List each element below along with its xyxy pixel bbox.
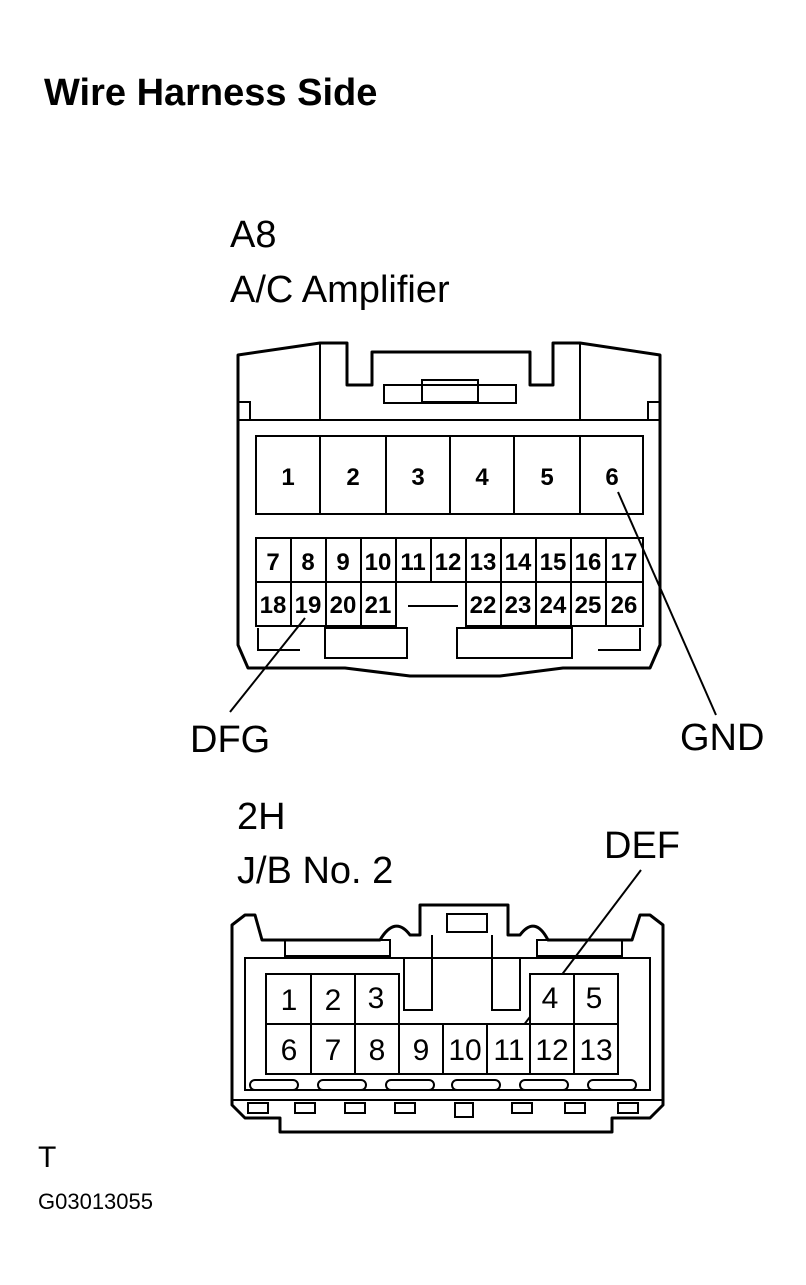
connector-a8-row2: 7 8 9 10 11 12 13 14 15 16 17 — [255, 537, 644, 583]
callout-line-dfg — [229, 617, 306, 713]
pin-a-22: 22 — [470, 592, 497, 619]
pin-b-9: 9 — [413, 1034, 430, 1067]
pin-b-7: 7 — [325, 1034, 342, 1067]
pin-b-11: 11 — [493, 1034, 524, 1067]
pin-b-2: 2 — [325, 984, 342, 1017]
pin-a-11: 11 — [400, 549, 425, 576]
connector-2h-body — [230, 903, 665, 1134]
pin-a-19: 19 — [295, 592, 322, 619]
callout-line-gnd — [617, 491, 717, 716]
pin-a-18: 18 — [260, 592, 287, 619]
pin-a-21: 21 — [365, 592, 392, 619]
pin-a-8: 8 — [301, 549, 314, 576]
pin-a-26: 26 — [611, 592, 638, 619]
pin-b-6: 6 — [281, 1034, 298, 1067]
callout-def: DEF — [604, 825, 680, 867]
pin-a-13: 13 — [470, 549, 497, 576]
pin-b-4: 4 — [542, 982, 559, 1015]
connector-2h-row1: 1 2 3 4 5 — [265, 973, 619, 1025]
connector-2h-row2: 6 7 8 9 10 11 12 13 — [265, 1023, 619, 1075]
pin-a-15: 15 — [540, 549, 567, 576]
pin-a-20: 20 — [330, 592, 357, 619]
pin-a-4: 4 — [475, 464, 489, 491]
connector-a-code: A8 — [230, 214, 276, 256]
pin-b-12: 12 — [535, 1034, 568, 1067]
connector-a8-row3: 18 19 20 21 22 23 24 25 26 — [255, 581, 644, 627]
footer-mark: T — [38, 1141, 56, 1174]
pin-a-3: 3 — [411, 464, 424, 491]
pin-a-9: 9 — [336, 549, 349, 576]
pin-b-3: 3 — [368, 982, 385, 1015]
pin-a-6: 6 — [605, 464, 618, 491]
pin-a-25: 25 — [575, 592, 602, 619]
pin-a-2: 2 — [346, 464, 359, 491]
pin-a-10: 10 — [365, 549, 392, 576]
pin-a-17: 17 — [611, 549, 638, 576]
pin-a-24: 24 — [540, 592, 567, 619]
pin-b-8: 8 — [369, 1034, 386, 1067]
connector-a8-body — [236, 341, 662, 678]
connector-a-name: A/C Amplifier — [230, 269, 450, 311]
figure-code: G03013055 — [38, 1189, 153, 1214]
pin-a-16: 16 — [575, 549, 602, 576]
connector-b-code: 2H — [237, 796, 286, 838]
pin-a-1: 1 — [281, 464, 294, 491]
page-title: Wire Harness Side — [44, 72, 377, 114]
pin-b-1: 1 — [281, 984, 298, 1017]
pin-a-23: 23 — [505, 592, 532, 619]
pin-b-13: 13 — [579, 1034, 612, 1067]
connector-b-name: J/B No. 2 — [237, 850, 393, 892]
connector-a8-row1: 1 2 3 4 5 6 — [255, 435, 644, 515]
callout-dfg: DFG — [190, 719, 270, 761]
pin-a-12: 12 — [435, 549, 462, 576]
pin-a-5: 5 — [540, 464, 553, 491]
pin-b-10: 10 — [448, 1034, 481, 1067]
pin-b-5: 5 — [586, 982, 603, 1015]
pin-a-7: 7 — [266, 549, 279, 576]
pin-a-14: 14 — [505, 549, 532, 576]
callout-gnd: GND — [680, 717, 764, 759]
